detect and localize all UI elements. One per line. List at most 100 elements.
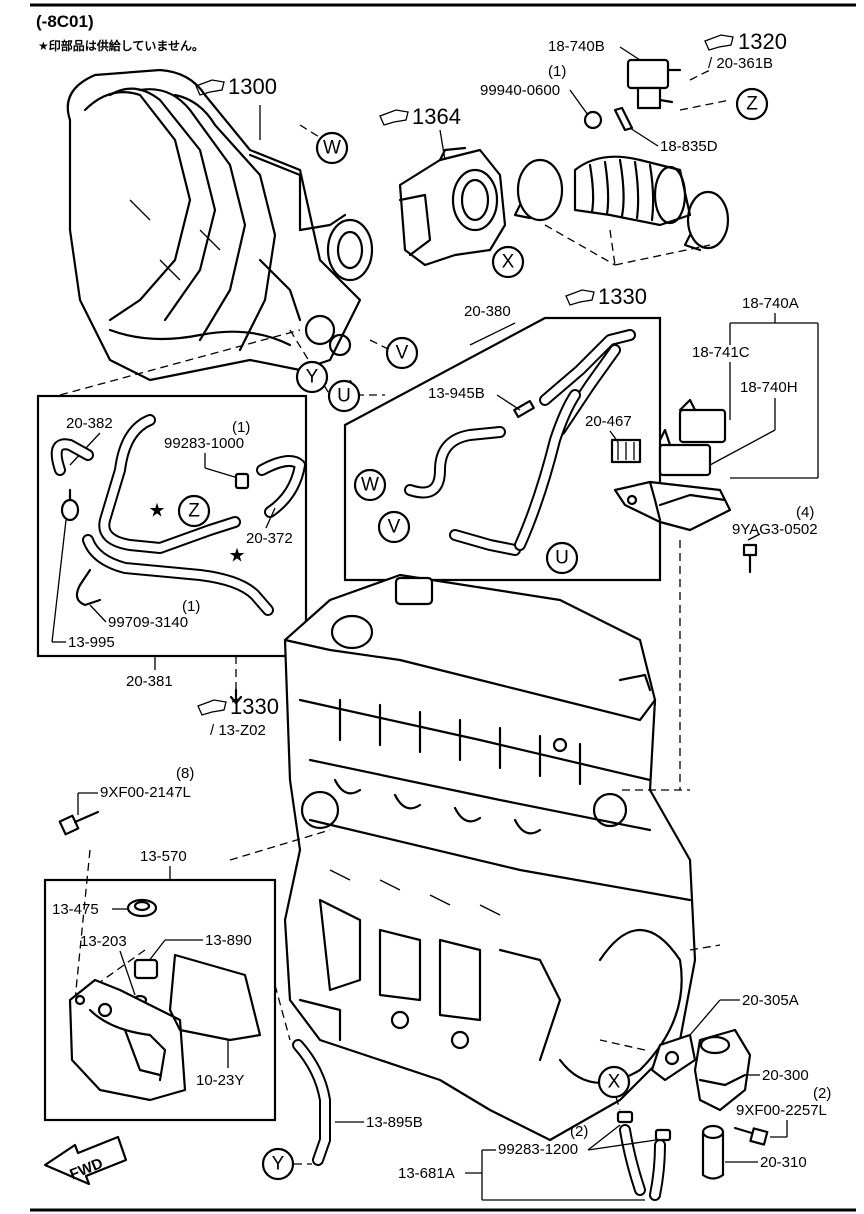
solenoid-valve-assembly — [613, 398, 732, 532]
pipe-20-310 — [701, 1124, 725, 1180]
bolt-9XF00-2257L — [733, 1126, 769, 1146]
throttle-body — [398, 146, 507, 267]
callout-X-bottom: X — [597, 1065, 631, 1099]
hand-icon — [195, 79, 225, 96]
label-9XF00-2257L: 9XF00-2257L — [736, 1102, 827, 1119]
hose-13-681A — [616, 1110, 672, 1201]
label-13-570: 13-570 — [140, 848, 187, 865]
leader — [496, 394, 521, 411]
pcv-hose-box — [36, 394, 308, 658]
label-18-740B: 18-740B — [548, 38, 605, 55]
label-20-305A: 20-305A — [742, 992, 799, 1009]
leader — [469, 322, 516, 346]
callout-Z-top: Z — [735, 87, 769, 121]
svg-text:Z: Z — [188, 501, 200, 522]
callout-U-box: U — [545, 541, 579, 575]
label-9YAG3-qty: (4) — [796, 504, 814, 521]
callout-U-top: U — [327, 379, 361, 413]
label-99283-1000-qty: (1) — [232, 419, 250, 436]
label-99709-qty: (1) — [182, 598, 200, 615]
label-99940-qty: (1) — [548, 63, 566, 80]
ref-1330-lower: 1330 — [230, 694, 279, 719]
valve-20-300 — [650, 1028, 752, 1112]
hand-icon — [704, 34, 734, 51]
svg-text:X: X — [608, 1072, 621, 1093]
svg-text:U: U — [337, 386, 351, 407]
label-99940-0600: 99940-0600 — [480, 82, 560, 99]
label-20-382: 20-382 — [66, 415, 113, 432]
leader-13-681A — [465, 1149, 645, 1201]
solenoid-18-740B — [583, 58, 682, 132]
label-20-310: 20-310 — [760, 1154, 807, 1171]
label-13-475: 13-475 — [52, 901, 99, 918]
ref-1330: 1330 — [598, 284, 647, 309]
leader — [89, 604, 107, 623]
label-13-995: 13-995 — [68, 634, 115, 651]
callout-Y-bottom: Y — [261, 1147, 295, 1181]
leader-18-740A — [709, 313, 819, 479]
label-99283-1200-qty: (2) — [570, 1123, 588, 1140]
supply-note: ★印部品は供給していません。 — [38, 38, 204, 53]
leader — [587, 1139, 657, 1151]
leader — [689, 999, 721, 1036]
label-20-300: 20-300 — [762, 1067, 809, 1084]
label-99709-3140: 99709-3140 — [108, 614, 188, 631]
label-9XF00-2147-qty: (8) — [176, 765, 194, 782]
leader — [265, 507, 276, 529]
leader — [119, 950, 136, 996]
label-18-740A: 18-740A — [742, 295, 799, 312]
engine-guides — [74, 540, 721, 1051]
callout-W-box: W — [353, 468, 387, 502]
label-13-895B: 13-895B — [366, 1114, 423, 1131]
label-20-380: 20-380 — [464, 303, 511, 320]
engine-block — [283, 573, 697, 1142]
leader — [587, 1124, 621, 1151]
model-code: (-8C01) — [36, 12, 94, 31]
label-20-467: 20-467 — [585, 413, 632, 430]
label-13-203: 13-203 — [80, 933, 127, 950]
label-9YAG3-0502: 9YAG3-0502 — [732, 521, 818, 538]
hand-icon — [565, 289, 595, 306]
callout-V-top: V — [385, 336, 419, 370]
svg-text:V: V — [388, 517, 401, 538]
label-13-681A: 13-681A — [398, 1165, 455, 1182]
star-not-supplied-icon: ★ — [228, 546, 245, 567]
svg-text:X: X — [502, 252, 515, 273]
leader — [147, 939, 166, 963]
label-18-835D: 18-835D — [660, 138, 718, 155]
label-9XF00-2257-qty: (2) — [813, 1085, 831, 1102]
svg-text:W: W — [323, 138, 341, 159]
hose-box-outline — [343, 316, 662, 582]
oil-separator-box — [43, 878, 277, 1122]
leader — [204, 467, 239, 479]
svg-text:V: V — [396, 343, 409, 364]
star-not-supplied-icon: ★ — [148, 501, 165, 522]
ref-1364: 1364 — [412, 104, 461, 129]
label-20-372: 20-372 — [246, 530, 293, 547]
air-intake-hose — [513, 155, 730, 252]
arrow — [229, 688, 243, 705]
intake-manifold — [66, 68, 374, 382]
ref-1320-sub: / 20-361B — [708, 55, 773, 72]
callout-X-top: X — [491, 245, 525, 279]
label-18-741C: 18-741C — [692, 344, 750, 361]
bolt-9YAG3 — [742, 533, 761, 574]
callout-V-box: V — [377, 510, 411, 544]
bolt-9XF00-2147L — [58, 810, 100, 836]
label-13-945B: 13-945B — [428, 385, 485, 402]
callout-Y-top: Y — [295, 360, 329, 394]
label-13-890: 13-890 — [205, 932, 252, 949]
hand-icon — [197, 699, 227, 716]
pcv-hoses — [50, 414, 306, 616]
dash-guide — [615, 1096, 621, 1111]
hand-icon — [379, 109, 409, 126]
fwd-arrow-icon: FWD — [43, 1135, 128, 1186]
label-10-23Y: 10-23Y — [196, 1072, 244, 1089]
ref-1320: 1320 — [738, 29, 787, 54]
oil-separator — [68, 953, 262, 1102]
hose-assembly — [404, 329, 642, 556]
svg-text:W: W — [361, 475, 379, 496]
callout-W-top: W — [315, 131, 349, 165]
hose-13-895B — [292, 1039, 331, 1166]
